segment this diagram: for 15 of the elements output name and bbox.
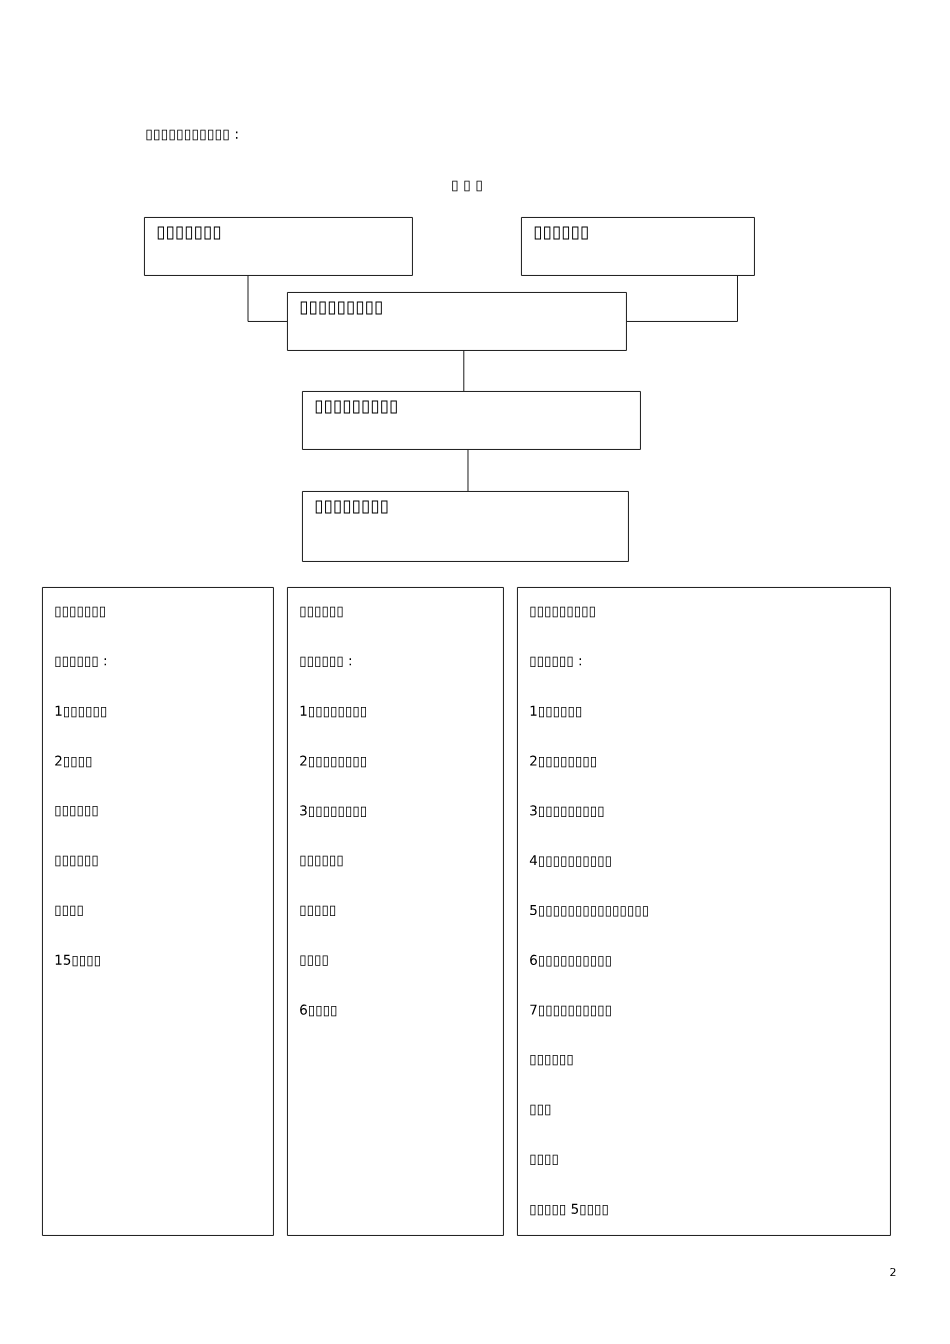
title-box: ▯▯▯▯▯▯▯▯: [302, 491, 629, 562]
page-number: 2: [890, 1267, 896, 1277]
title-box: ▯▯▯▯▯▯▯: [144, 217, 413, 276]
connector-line: [626, 275, 738, 322]
connector-line: [247, 275, 288, 322]
list-panel: ▯▯▯▯▯▯▯ ▯▯▯▯▯▯ : 1▯▯▯▯▯▯ 2▯▯▯▯ ▯▯▯▯▯▯ ▯▯▯▯▯▯ ▯▯▯▯ 15▯▯▯▯: [42, 587, 274, 1236]
connector-line: [463, 350, 465, 392]
title-box: ▯▯▯▯▯▯▯▯▯: [287, 292, 627, 351]
title-box: ▯▯▯▯▯▯▯▯▯: [302, 391, 641, 450]
title-box: ▯▯▯▯▯▯: [521, 217, 755, 276]
list-panel: ▯▯▯▯▯▯ ▯▯▯▯▯▯ : 1▯▯▯▯▯▯▯▯ 2▯▯▯▯▯▯▯▯ 3▯▯▯▯▯▯▯▯ ▯▯▯▯▯▯ ▯▯▯▯▯ ▯▯▯▯ 6▯▯▯▯: [287, 587, 504, 1236]
subheading-text: ▯ ▯ ▯: [452, 180, 482, 192]
heading-text: ▯▯▯▯▯▯▯▯▯▯▯ :: [146, 129, 238, 141]
connector-line: [467, 449, 469, 492]
list-panel: ▯▯▯▯▯▯▯▯▯ ▯▯▯▯▯▯ : 1▯▯▯▯▯▯ 2▯▯▯▯▯▯▯▯ 3▯▯▯▯▯▯▯▯▯ 4▯▯▯▯▯▯▯▯▯▯ 5▯▯▯▯▯▯▯▯▯▯▯▯▯▯▯ 6▯▯▯▯▯▯▯▯▯▯ 7▯▯▯▯▯▯▯▯▯▯ ▯▯▯▯▯▯ ▯▯▯ ▯▯▯▯ ▯▯▯▯▯ 5▯▯▯▯: [517, 587, 891, 1236]
